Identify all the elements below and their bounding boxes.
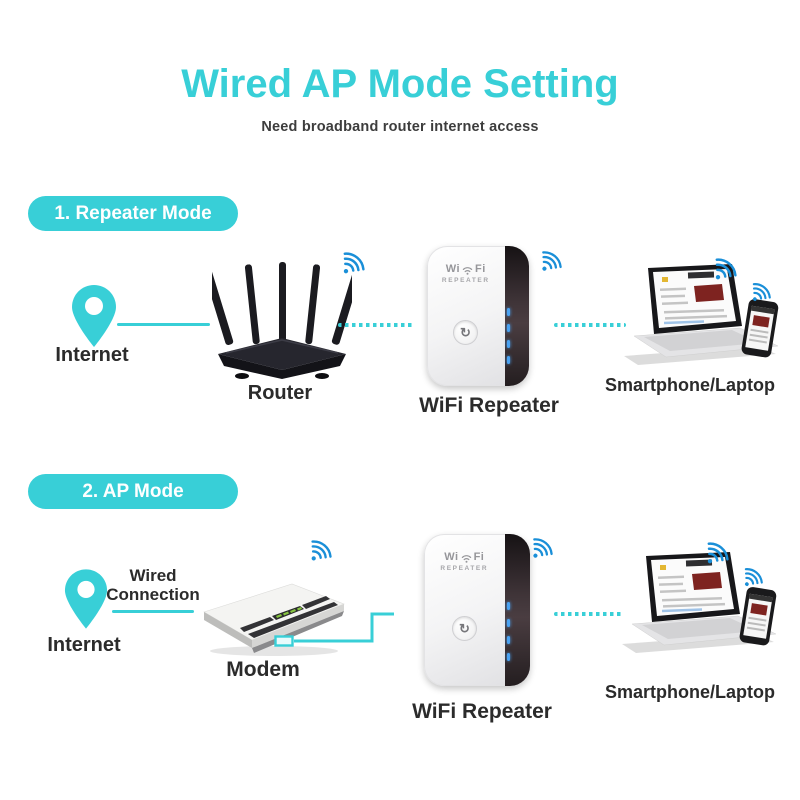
wired-connection-label: Wired Connection <box>106 566 200 604</box>
router-illustration <box>212 252 352 380</box>
repeater-branding: Wi Fi REPEATER <box>427 263 505 284</box>
wps-icon: ↻ <box>460 324 471 340</box>
wired-connection-underline <box>112 610 194 613</box>
client-label: Smartphone/Laptop <box>605 682 775 702</box>
wired-connection-line1: Wired <box>129 566 177 585</box>
smartphone <box>739 587 777 646</box>
wifi-signal-icon <box>338 250 366 278</box>
led-indicator <box>506 308 510 316</box>
brand-text-wi: Wi <box>445 263 461 275</box>
wifi-signal-icon <box>748 281 772 305</box>
wifi-repeater-device: Wi Fi REPEATER ↻ <box>427 246 529 386</box>
section1-badge: 1. Repeater Mode <box>28 196 238 231</box>
connector-solid-line <box>117 323 210 326</box>
led-indicator <box>506 602 510 610</box>
repeater-side-panel <box>504 534 530 686</box>
connector-dotted-line <box>554 323 626 327</box>
laptop-smartphone-illustration <box>618 264 788 370</box>
modem-label: Modem <box>226 658 300 681</box>
router-antennas <box>212 261 352 346</box>
wifi-signal-icon <box>702 540 730 568</box>
brand-text-fi: Fi <box>475 263 486 275</box>
client-label: Smartphone/Laptop <box>605 375 775 395</box>
led-indicator <box>506 324 510 332</box>
page-subtitle: Need broadband router internet access <box>261 119 539 135</box>
brand-text-repeater: REPEATER <box>440 565 489 572</box>
page-title: Wired AP Mode Setting <box>181 62 619 106</box>
wifi-signal-icon <box>306 538 333 565</box>
wps-button: ↻ <box>453 320 478 345</box>
led-indicator <box>506 619 510 627</box>
wifi-signal-icon <box>528 536 554 562</box>
section2-badge: 2. AP Mode <box>28 474 238 509</box>
mini-wifi-icon <box>461 555 471 563</box>
internet-map-pin-icon <box>71 284 117 348</box>
brand-text-fi: Fi <box>473 551 485 563</box>
smartphone <box>741 299 779 358</box>
repeater-branding: Wi Fi REPEATER <box>424 551 505 572</box>
laptop-smartphone-illustration <box>616 552 786 658</box>
internet-label: Internet <box>47 634 121 656</box>
internet-label: Internet <box>55 344 129 366</box>
led-indicator <box>506 340 510 348</box>
brand-text-repeater: REPEATER <box>441 277 490 284</box>
wired-connection-line2: Connection <box>106 585 200 604</box>
repeater-side-panel <box>504 246 529 386</box>
led-indicator <box>506 653 510 661</box>
repeater-label: WiFi Repeater <box>419 394 559 417</box>
router-label: Router <box>247 382 313 404</box>
mini-wifi-icon <box>462 267 473 275</box>
led-indicator <box>506 636 510 644</box>
wifi-signal-icon <box>740 566 764 590</box>
ethernet-cable <box>274 610 398 650</box>
connector-dotted-line <box>338 323 414 327</box>
wifi-signal-icon <box>710 256 738 284</box>
brand-text-wi: Wi <box>444 551 459 563</box>
wps-icon: ↻ <box>459 620 470 636</box>
wps-button: ↻ <box>452 616 477 641</box>
internet-map-pin-icon <box>64 568 108 630</box>
wifi-repeater-device: Wi Fi REPEATER ↻ <box>424 534 530 686</box>
connector-dotted-line <box>554 612 622 616</box>
repeater-label: WiFi Repeater <box>412 700 552 723</box>
wifi-signal-icon <box>537 249 563 275</box>
led-indicator <box>506 356 510 364</box>
